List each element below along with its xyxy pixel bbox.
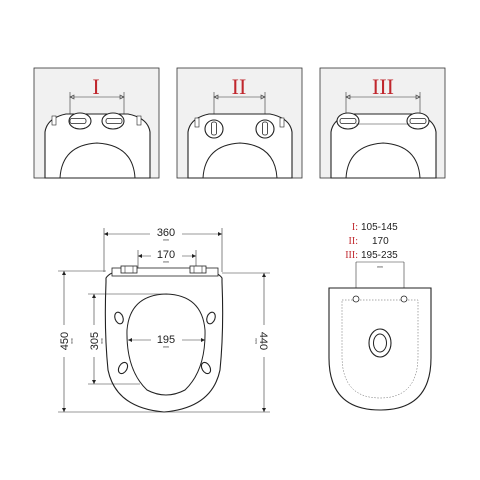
panel-ii-seat <box>187 113 293 179</box>
panel-ii-label: II <box>232 74 247 99</box>
panel-i-seat <box>44 113 151 179</box>
hinge-right <box>189 265 207 274</box>
hinge-distance-unit: mm <box>163 260 169 264</box>
length-value: 450 <box>59 332 71 350</box>
width-value: 360 <box>157 227 175 239</box>
side-length-unit: mm <box>254 338 258 344</box>
panel-iii-hinge-left <box>336 112 360 130</box>
side-length-value: 440 <box>257 332 269 350</box>
side-hole-left <box>352 295 360 303</box>
panel-i-label: I <box>92 74 99 99</box>
inner-length-value: 305 <box>89 332 101 350</box>
legend-numeral-i: I: <box>352 222 358 233</box>
hinge-panel-ii: II <box>176 67 303 179</box>
side-view-unit: mm <box>377 265 383 269</box>
legend-numeral-iii: III: <box>345 250 358 261</box>
hinge-left <box>120 265 138 274</box>
panel-i-hinge-left <box>68 112 92 130</box>
front-view: 360 mm 170 mm 195 mm <box>57 226 271 413</box>
side-view-opening <box>368 328 392 358</box>
hinge-panel-iii: III <box>319 67 446 179</box>
inner-width-unit: mm <box>163 345 169 349</box>
legend-range-ii: 170 <box>372 236 389 247</box>
legend-range-iii: 195-235 <box>361 250 398 261</box>
width-unit: mm <box>163 238 169 242</box>
panel-iii-label: III <box>372 74 394 99</box>
panel-i-hinge-right <box>101 112 125 130</box>
inner-width-value: 195 <box>157 334 175 346</box>
panel-iii-hinge-right <box>406 112 430 130</box>
panel-i-seat-opening <box>59 142 136 179</box>
panel-ii-hinge-left <box>204 119 224 139</box>
hinge-distance-value: 170 <box>157 249 175 261</box>
hinge-panel-i: I <box>33 67 160 179</box>
legend-numeral-ii: II: <box>349 236 358 247</box>
side-view: mm <box>328 261 432 411</box>
side-hole-right <box>400 295 408 303</box>
legend-range-i: 105-145 <box>361 222 398 233</box>
seat-opening <box>126 293 206 396</box>
panel-ii-hinge-right <box>255 119 275 139</box>
inner-length-unit: mm <box>100 338 104 344</box>
hinge-legend: I: 105-145 II: 170 III: 195-235 <box>345 222 398 261</box>
length-unit: mm <box>70 338 74 344</box>
